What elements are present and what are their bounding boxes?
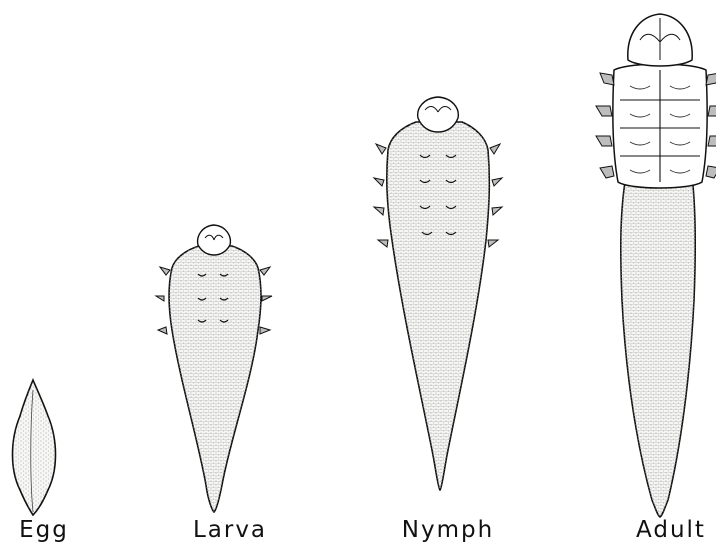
stage-label-larva: Larva xyxy=(160,515,300,545)
nymph-drawing xyxy=(374,97,502,490)
larva-drawing xyxy=(156,225,272,512)
stage-label-egg: Egg xyxy=(0,515,114,545)
stage-label-adult: Adult xyxy=(601,515,716,545)
adult-drawing xyxy=(596,14,716,517)
egg-drawing xyxy=(13,380,56,515)
stage-label-nymph: Nymph xyxy=(378,515,518,545)
